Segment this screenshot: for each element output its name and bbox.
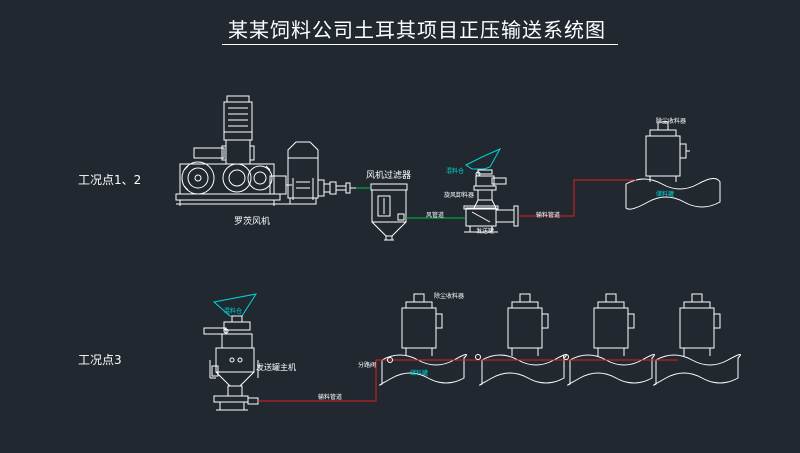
work-point-label-2: 工况点3	[78, 353, 122, 367]
rotary-valve-label: 旋风卸料器	[444, 192, 475, 199]
work-point-label-1: 工况点1、2	[78, 173, 142, 187]
feeder-machine-label: 发送罐主机	[256, 363, 296, 372]
receiving-bin-label-1: 储料罐	[656, 191, 675, 198]
receiving-bin-1	[625, 121, 721, 210]
hopper-label-2: 混料仓	[224, 308, 243, 315]
dust-collector-label-r1: 除尘收料器	[434, 293, 465, 300]
air-pipe-label: 风管道	[426, 212, 445, 219]
feeder-machine-2	[203, 293, 259, 411]
blower-label: 罗茨风机	[234, 217, 271, 227]
diverter-label: 分路阀	[358, 362, 377, 369]
diagram-title: 某某饲料公司土耳其项目正压输送系统图	[228, 18, 606, 42]
diverter-valves	[387, 354, 569, 363]
conveying-pipe-label-1: 输料管道	[536, 212, 561, 219]
receiving-bin-row	[379, 293, 741, 386]
air-lines	[356, 187, 466, 219]
roots-blower	[175, 95, 356, 206]
receiving-bin-label-2: 储料罐	[410, 370, 429, 377]
conveying-lines	[258, 179, 678, 402]
title-underline	[222, 44, 618, 45]
conveying-pipe-label-2: 输料管道	[318, 394, 343, 401]
dust-collector-label-top: 除尘收料器	[656, 118, 687, 125]
air-filter-unit	[370, 183, 408, 241]
feeder-small-label: 发送罐	[476, 228, 495, 235]
feeder-assembly-1	[463, 147, 519, 233]
hopper-label: 混料仓	[446, 168, 465, 175]
air-filter-label: 风机过滤器	[366, 171, 412, 181]
